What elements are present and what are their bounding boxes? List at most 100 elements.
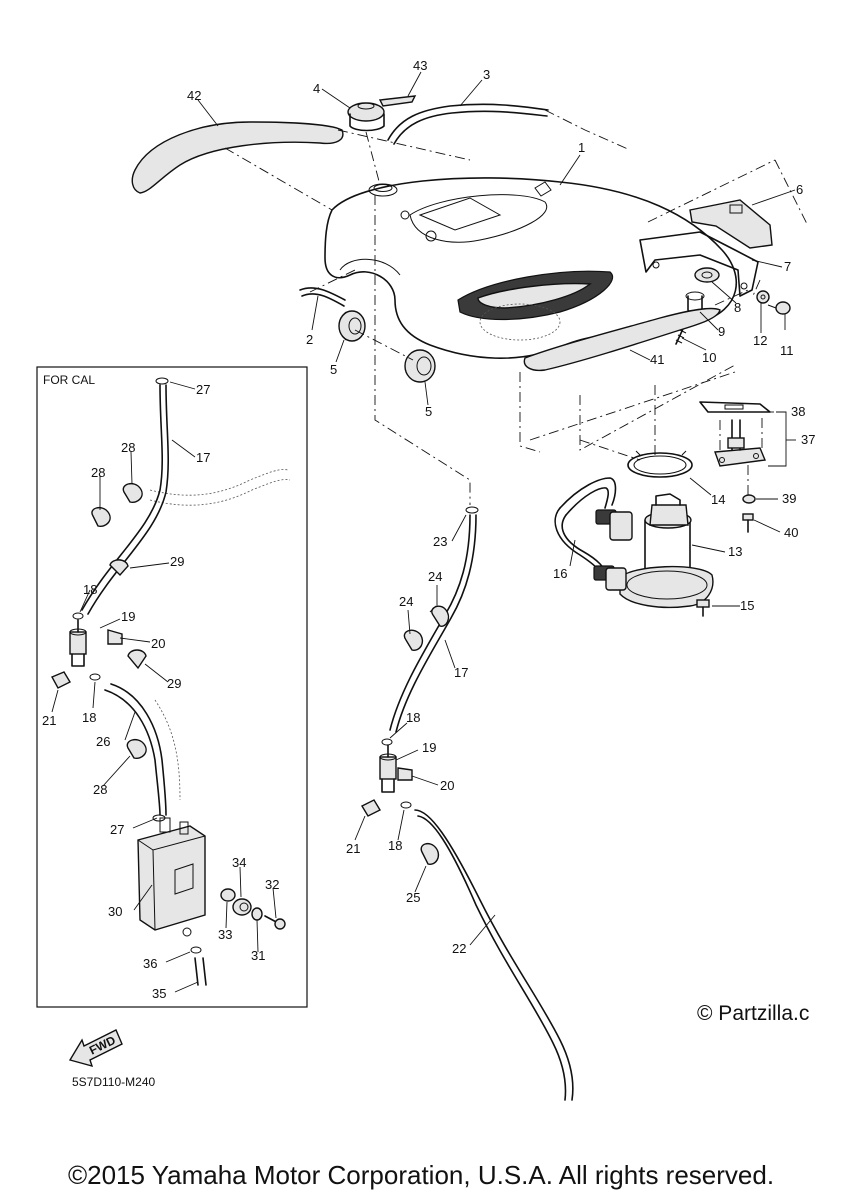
callout-31: 31 <box>251 948 265 963</box>
breather-hose-2[interactable] <box>299 287 346 307</box>
hose-clamp-28b[interactable] <box>91 506 111 527</box>
callout-28b: 28 <box>91 465 105 480</box>
hose-clamp-24b[interactable] <box>403 629 424 651</box>
callout-32: 32 <box>265 877 279 892</box>
cal-dotted-hose <box>149 469 291 801</box>
bolt-32[interactable] <box>264 915 286 930</box>
callout-9: 9 <box>718 324 725 339</box>
callout-24b: 24 <box>399 594 413 609</box>
callout-19b: 19 <box>422 740 436 755</box>
for-cal-box <box>36 366 308 1008</box>
fuel-tank[interactable] <box>324 177 737 359</box>
cal-vent-hose-17a[interactable] <box>81 384 170 615</box>
collar-34[interactable] <box>232 898 252 916</box>
callout-36: 36 <box>143 956 157 971</box>
callout-29a: 29 <box>170 554 184 569</box>
washer-39[interactable] <box>742 494 756 504</box>
hose-clip-18b[interactable] <box>89 673 101 681</box>
callout-37: 37 <box>801 432 815 447</box>
gasket-38[interactable] <box>699 401 771 413</box>
callout-11: 11 <box>780 343 794 358</box>
damper-5a[interactable] <box>338 310 366 342</box>
callout-2: 2 <box>306 332 313 347</box>
cap-strip-43[interactable] <box>378 95 417 107</box>
damper-33[interactable] <box>220 888 236 902</box>
canister-30[interactable] <box>137 817 206 937</box>
callout-27b: 27 <box>110 822 124 837</box>
fuel-cap-4[interactable] <box>347 102 385 132</box>
callout-38: 38 <box>791 404 805 419</box>
callout-18d: 18 <box>388 838 402 853</box>
hose-clip-18d[interactable] <box>400 801 412 809</box>
hose-clip-18a[interactable] <box>72 612 84 620</box>
tank-trim-41[interactable] <box>523 307 721 372</box>
diagram-code: 5S7D110-M240 <box>72 1075 155 1089</box>
fwd-arrow-icon: FWD <box>68 1029 123 1068</box>
sender-plate-37[interactable] <box>714 419 766 467</box>
callout-28c: 28 <box>93 782 107 797</box>
fuel-pump-13[interactable] <box>619 493 714 609</box>
callout-43: 43 <box>413 58 427 73</box>
hose-clip-27a[interactable] <box>155 377 169 385</box>
callout-42: 42 <box>187 88 201 103</box>
hose-clip-36[interactable] <box>190 946 202 954</box>
cap-21b[interactable] <box>361 799 381 817</box>
callout-18b: 18 <box>82 710 96 725</box>
callout-17a: 17 <box>196 450 210 465</box>
assembly-guide-lines <box>224 109 809 505</box>
callout-33: 33 <box>218 927 232 942</box>
callout-5a: 5 <box>330 362 337 377</box>
bracket-6[interactable] <box>689 199 773 249</box>
box-title: FOR CAL <box>43 373 95 387</box>
fuel-hose-16[interactable] <box>554 477 633 591</box>
drain-hose-22[interactable] <box>414 809 574 1101</box>
callout-leaders <box>51 71 796 993</box>
rollover-valve-19b[interactable] <box>379 744 397 793</box>
callout-23: 23 <box>433 534 447 549</box>
hose-clamp-28c[interactable] <box>126 738 147 759</box>
hose-clip-29b[interactable] <box>127 649 147 670</box>
hose-clamp-28a[interactable] <box>122 482 143 503</box>
hose-clamp-25[interactable] <box>420 842 440 865</box>
hose-35[interactable] <box>194 957 207 986</box>
hose-clamp-24a[interactable] <box>429 605 450 627</box>
callout-21b: 21 <box>346 841 360 856</box>
bolt-11[interactable] <box>767 301 791 315</box>
hose-clip-23[interactable] <box>465 506 479 514</box>
pump-gasket-14[interactable] <box>627 450 693 478</box>
callout-22: 22 <box>452 941 466 956</box>
callout-16: 16 <box>553 566 567 581</box>
tank-trim-3[interactable] <box>387 103 549 145</box>
bolt-15[interactable] <box>696 599 710 617</box>
valve-holder-20b[interactable] <box>397 767 413 781</box>
hose-clip-29a[interactable] <box>109 559 129 577</box>
callout-1: 1 <box>578 140 585 155</box>
callout-20a: 20 <box>151 636 165 651</box>
callout-18a: 18 <box>83 582 97 597</box>
washer-31[interactable] <box>251 907 263 921</box>
hose-clip-18c[interactable] <box>381 738 393 746</box>
damper-5b[interactable] <box>404 349 436 383</box>
callout-20b: 20 <box>440 778 454 793</box>
callout-6: 6 <box>796 182 803 197</box>
bracket-7[interactable] <box>639 231 759 297</box>
callout-labels: 42 4 43 3 1 6 7 8 12 11 9 10 2 5 5 41 38… <box>42 58 815 1089</box>
callout-19a: 19 <box>121 609 135 624</box>
callout-8: 8 <box>734 300 741 315</box>
rollover-valve-19a[interactable] <box>69 619 87 667</box>
grommet-8[interactable] <box>694 267 720 283</box>
callout-21a: 21 <box>42 713 56 728</box>
cap-21a[interactable] <box>51 671 71 689</box>
callout-15: 15 <box>740 598 754 613</box>
washer-12[interactable] <box>756 290 770 304</box>
cal-hose-26[interactable] <box>104 683 167 816</box>
callout-25: 25 <box>406 890 420 905</box>
callout-24a: 24 <box>428 569 442 584</box>
callout-26: 26 <box>96 734 110 749</box>
tank-side-cover-42[interactable] <box>131 121 344 194</box>
callout-41: 41 <box>650 352 664 367</box>
valve-holder-20a[interactable] <box>107 629 123 645</box>
screw-40[interactable] <box>742 513 754 533</box>
copyright-notice: ©2015 Yamaha Motor Corporation, U.S.A. A… <box>67 1160 775 1190</box>
